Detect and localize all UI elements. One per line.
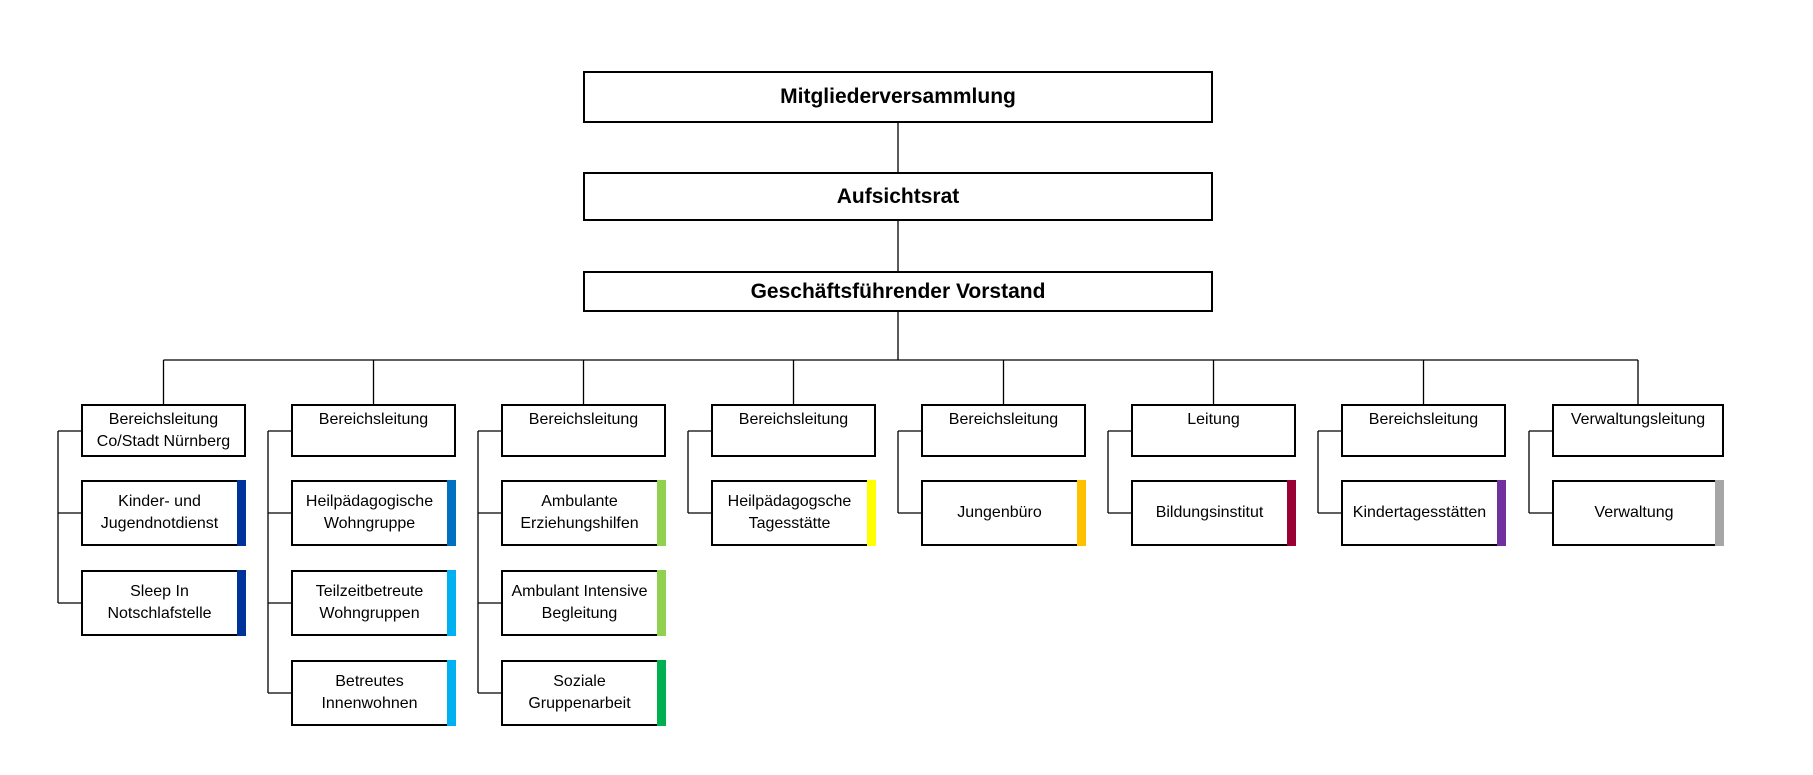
unit-box: Bildungsinstitut [1131, 480, 1296, 546]
executive-board-box: Geschäftsführender Vorstand [583, 271, 1213, 312]
unit-box: Ambulante Erziehungshilfen [501, 480, 666, 546]
unit-color-bar [447, 480, 456, 546]
unit-color-bar [657, 570, 666, 636]
unit-label: Teilzeitbetreute Wohngruppen [315, 582, 424, 622]
executive-board-label: Geschäftsführender Vorstand [750, 279, 1046, 303]
unit-label: Jungenbüro [957, 503, 1042, 521]
unit-box: Sleep In Notschlafstelle [81, 570, 246, 636]
unit-color-bar [657, 480, 666, 546]
unit-label: Heilpädagogische Wohngruppe [305, 492, 434, 532]
unit-color-bar [867, 480, 876, 546]
unit-color-bar [1497, 480, 1506, 546]
department-head-label: Bereichsleitung [1368, 411, 1479, 428]
department-head-label: Bereichsleitung [318, 411, 429, 428]
members-assembly-label: Mitgliederversammlung [780, 85, 1016, 109]
unit-box: Ambulant Intensive Begleitung [501, 570, 666, 636]
unit-label: Ambulante Erziehungshilfen [520, 492, 639, 532]
members-assembly-box: Mitgliederversammlung [583, 71, 1213, 123]
supervisory-board-label: Aufsichtsrat [836, 184, 960, 208]
department-head-box: Verwaltungsleitung [1552, 404, 1724, 457]
unit-label: Ambulant Intensive Begleitung [511, 582, 648, 622]
unit-box: Soziale Gruppenarbeit [501, 660, 666, 726]
department-head-label: Bereichsleitung Co/Stadt Nürnberg [96, 411, 231, 451]
unit-label: Bildungsinstitut [1155, 503, 1264, 521]
unit-box: Teilzeitbetreute Wohngruppen [291, 570, 456, 636]
unit-label: Verwaltung [1594, 503, 1674, 521]
unit-box: Betreutes Innenwohnen [291, 660, 456, 726]
unit-label: Kindertagesstätten [1352, 503, 1487, 521]
unit-color-bar [237, 480, 246, 546]
unit-label: Heilpädagogsche Tagesstätte [727, 492, 852, 532]
department-head-label: Bereichsleitung [528, 411, 639, 428]
unit-label: Sleep In Notschlafstelle [107, 582, 212, 622]
unit-box: Heilpädagogsche Tagesstätte [711, 480, 876, 546]
department-head-box: Bereichsleitung Co/Stadt Nürnberg [81, 404, 246, 457]
unit-box: Heilpädagogische Wohngruppe [291, 480, 456, 546]
department-head-box: Bereichsleitung [711, 404, 876, 457]
unit-color-bar [237, 570, 246, 636]
department-head-box: Leitung [1131, 404, 1296, 457]
department-head-box: Bereichsleitung [291, 404, 456, 457]
unit-box: Jungenbüro [921, 480, 1086, 546]
department-head-box: Bereichsleitung [1341, 404, 1506, 457]
department-head-box: Bereichsleitung [501, 404, 666, 457]
department-head-label: Bereichsleitung [738, 411, 849, 428]
unit-color-bar [447, 570, 456, 636]
unit-color-bar [1077, 480, 1086, 546]
unit-label: Kinder- und Jugendnotdienst [100, 492, 219, 532]
supervisory-board-box: Aufsichtsrat [583, 172, 1213, 221]
unit-box: Verwaltung [1552, 480, 1724, 546]
department-head-label: Verwaltungsleitung [1570, 411, 1706, 428]
unit-box: Kindertagesstätten [1341, 480, 1506, 546]
department-head-label: Leitung [1187, 411, 1240, 428]
unit-label: Betreutes Innenwohnen [321, 672, 418, 712]
unit-color-bar [657, 660, 666, 726]
unit-label: Soziale Gruppenarbeit [528, 672, 631, 712]
unit-color-bar [447, 660, 456, 726]
unit-color-bar [1287, 480, 1296, 546]
department-head-label: Bereichsleitung [948, 411, 1059, 428]
unit-color-bar [1715, 480, 1724, 546]
department-head-box: Bereichsleitung [921, 404, 1086, 457]
unit-box: Kinder- und Jugendnotdienst [81, 480, 246, 546]
